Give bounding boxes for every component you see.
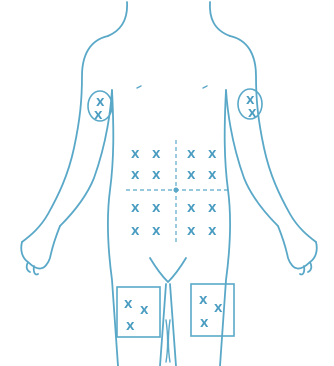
arm-marks-left: X X	[246, 94, 257, 120]
left-thigh-zone	[191, 284, 234, 336]
thigh-marks-left: X X X	[199, 294, 223, 330]
right-thigh-zone	[117, 287, 160, 337]
left-nipple	[137, 86, 141, 88]
abdomen-marks: X X X X X X X X X X X X X X X X	[131, 148, 217, 238]
mark-x: X	[126, 320, 135, 333]
mark-x: X	[131, 148, 140, 161]
inner-leg-left	[160, 284, 166, 366]
body-outline	[21, 2, 317, 366]
torso-right-side	[220, 90, 230, 366]
mark-x: X	[131, 169, 140, 182]
left-arm-outer	[22, 36, 108, 242]
inner-leg-right	[170, 284, 176, 366]
navel-icon	[174, 188, 179, 193]
mark-x: X	[200, 317, 209, 330]
mark-x: X	[152, 148, 161, 161]
groin-line	[150, 258, 186, 282]
mark-x: X	[246, 94, 255, 107]
mark-x: X	[187, 225, 196, 238]
knee-gap	[166, 320, 170, 362]
mark-x: X	[152, 169, 161, 182]
mark-x: X	[208, 225, 217, 238]
thigh-marks-right: X X X	[124, 298, 149, 333]
neck-left-line	[108, 2, 127, 36]
neck-right-line	[210, 2, 230, 36]
mark-x: X	[152, 225, 161, 238]
mark-x: X	[208, 169, 217, 182]
mark-x: X	[152, 202, 161, 215]
mark-x: X	[96, 96, 105, 109]
mark-x: X	[131, 202, 140, 215]
mark-x: X	[199, 294, 208, 307]
mark-x: X	[208, 202, 217, 215]
mark-x: X	[94, 109, 103, 122]
left-hand	[21, 226, 60, 275]
mark-x: X	[140, 304, 149, 317]
mark-x: X	[208, 148, 217, 161]
mark-x: X	[187, 169, 196, 182]
mark-x: X	[187, 202, 196, 215]
right-arm-outer	[230, 36, 316, 242]
left-arm-inner	[60, 90, 112, 226]
mark-x: X	[214, 302, 223, 315]
arm-marks-right: X X	[94, 96, 105, 122]
mark-x: X	[124, 298, 133, 311]
mark-x: X	[187, 148, 196, 161]
right-hand	[278, 226, 317, 275]
mark-x: X	[131, 225, 140, 238]
mark-x: X	[248, 107, 257, 120]
right-nipple	[203, 86, 207, 88]
